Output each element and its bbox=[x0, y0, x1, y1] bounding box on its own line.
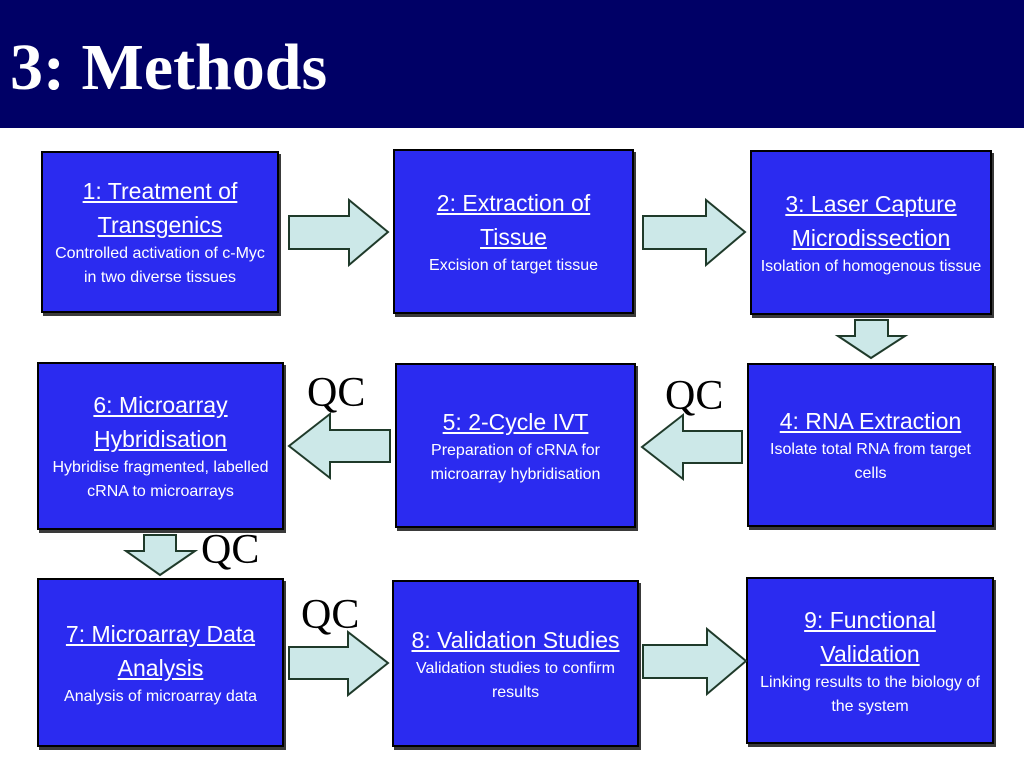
arrow-right-icon bbox=[642, 626, 748, 697]
slide-title: 3: Methods bbox=[10, 31, 328, 104]
step-desc-5: Preparation of cRNA for microarray hybri… bbox=[430, 441, 601, 483]
qc-label: QC bbox=[307, 370, 366, 416]
arrow-right-icon bbox=[288, 629, 390, 698]
step-box-8: 8: Validation Studies Validation studies… bbox=[392, 580, 639, 747]
arrow-left-icon bbox=[287, 411, 391, 481]
step-desc-3: Isolation of homogenous tissue bbox=[760, 257, 982, 275]
step-desc-2: Excision of target tissue bbox=[429, 256, 598, 274]
step-box-2: 2: Extraction of Tissue Excision of targ… bbox=[393, 149, 634, 314]
arrow-down-icon bbox=[834, 319, 909, 360]
step-title-7: 7: Microarray Data Analysis bbox=[65, 620, 256, 681]
step-title-3: 3: Laser Capture Microdissection bbox=[785, 190, 957, 251]
step-title-2: 2: Extraction of Tissue bbox=[436, 189, 591, 250]
step-desc-9: Linking results to the biology of the sy… bbox=[760, 673, 980, 715]
step-box-7: 7: Microarray Data Analysis Analysis of … bbox=[37, 578, 284, 747]
step-box-3: 3: Laser Capture Microdissection Isolati… bbox=[750, 150, 992, 315]
step-title-6: 6: Microarray Hybridisation bbox=[93, 392, 228, 452]
step-title-1: 1: Treatment of Transgenics bbox=[82, 178, 238, 238]
step-title-4: 4: RNA Extraction bbox=[779, 408, 962, 434]
step-box-9: 9: Functional Validation Linking results… bbox=[746, 577, 994, 744]
arrow-right-icon bbox=[642, 197, 747, 268]
step-box-1: 1: Treatment of Transgenics Controlled a… bbox=[41, 151, 279, 313]
qc-label: QC bbox=[301, 592, 360, 638]
step-box-5: 5: 2-Cycle IVT Preparation of cRNA for m… bbox=[395, 363, 636, 528]
title-bar: 3: Methods bbox=[0, 0, 1024, 128]
arrow-down-icon bbox=[122, 534, 199, 577]
qc-label: QC bbox=[201, 527, 260, 573]
step-box-4: 4: RNA Extraction Isolate total RNA from… bbox=[747, 363, 994, 527]
step-title-5: 5: 2-Cycle IVT bbox=[442, 408, 589, 435]
qc-label: QC bbox=[665, 373, 724, 419]
step-desc-4: Isolate total RNA from target cells bbox=[770, 441, 971, 482]
step-title-9: 9: Functional Validation bbox=[804, 606, 936, 667]
step-desc-7: Analysis of microarray data bbox=[64, 687, 257, 705]
step-title-8: 8: Validation Studies bbox=[411, 626, 620, 653]
arrow-right-icon bbox=[288, 197, 390, 268]
step-desc-6: Hybridise fragmented, labelled cRNA to m… bbox=[52, 459, 269, 500]
step-box-6: 6: Microarray Hybridisation Hybridise fr… bbox=[37, 362, 284, 530]
arrow-left-icon bbox=[640, 412, 743, 482]
step-desc-8: Validation studies to confirm results bbox=[416, 659, 615, 701]
step-desc-1: Controlled activation of c-Myc in two di… bbox=[55, 245, 265, 286]
